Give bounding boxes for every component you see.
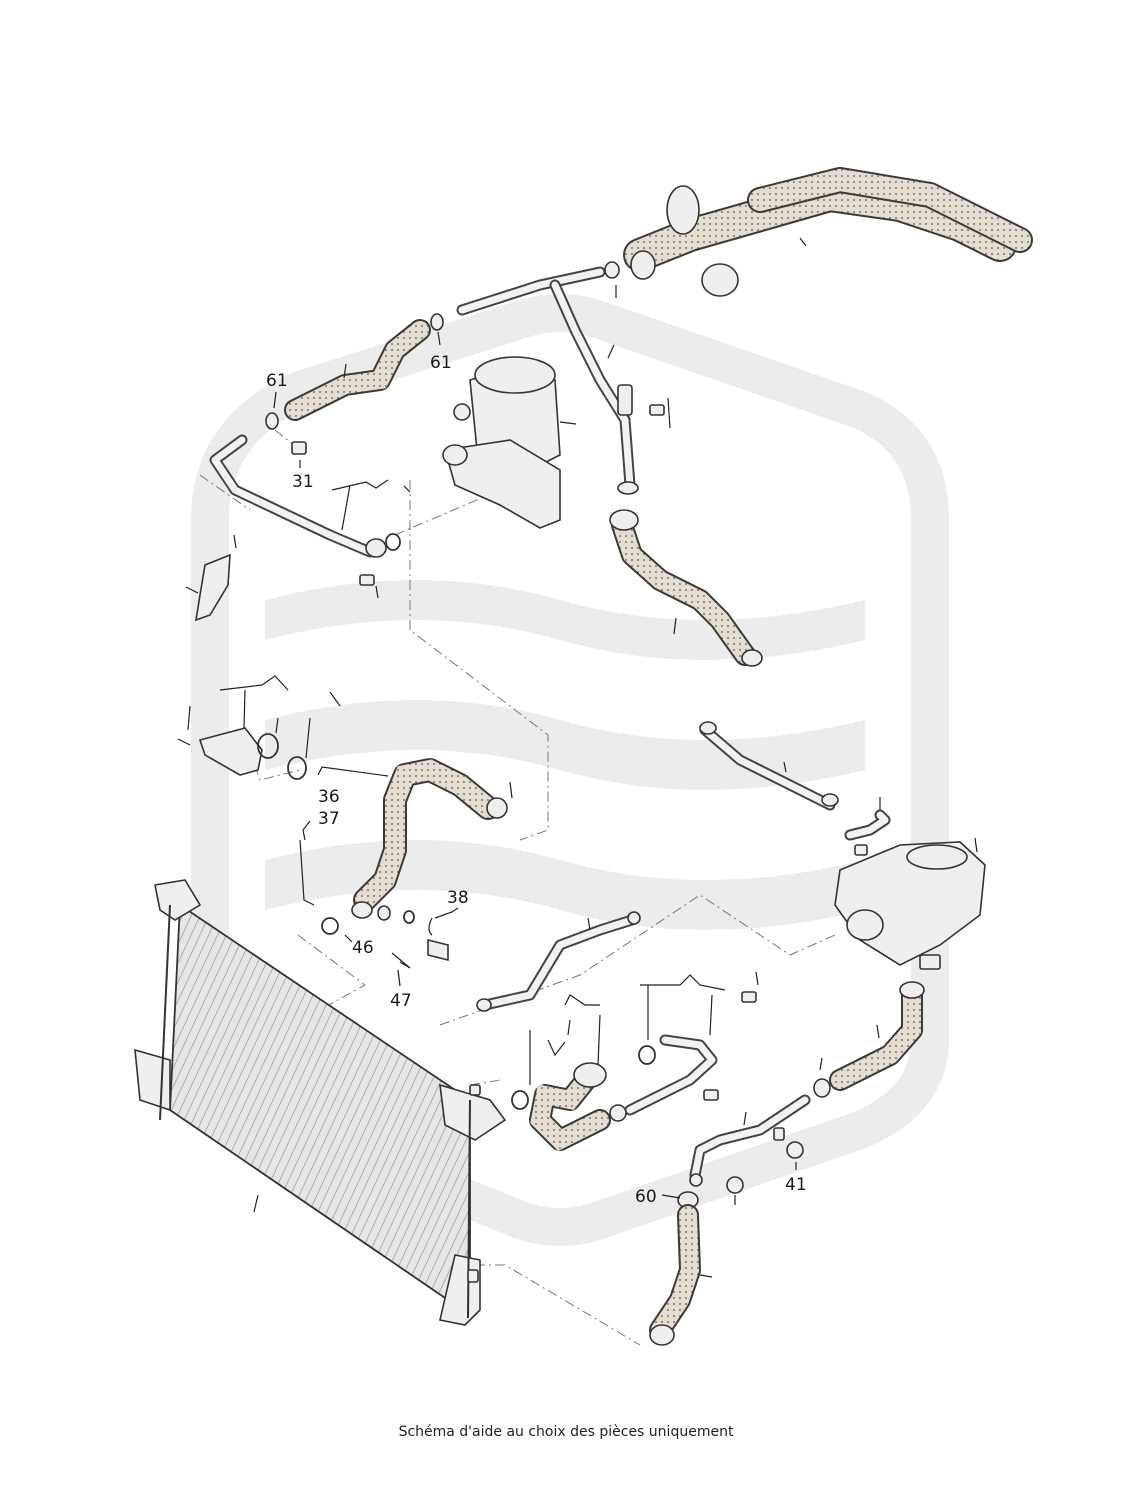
radiator — [134, 879, 507, 1326]
oil-filter-housing — [403, 356, 577, 529]
vent-pipe-upper — [699, 721, 839, 811]
callout-60: 60 — [635, 1187, 657, 1207]
callout-46: 46 — [352, 938, 374, 958]
callout-61-right: 61 — [430, 353, 452, 373]
flange-group — [177, 675, 341, 780]
callout-31: 31 — [292, 472, 314, 492]
callout-38: 38 — [447, 888, 469, 908]
watermark-stripes — [265, 580, 865, 930]
upper-left-hose — [209, 313, 444, 599]
heater-pipe-assembly — [623, 167, 1033, 297]
callout-37: 37 — [318, 809, 340, 829]
tee-pipe — [456, 261, 639, 495]
middle-hose — [299, 758, 513, 987]
lower-fittings — [511, 971, 759, 1151]
vent-pipe-middle — [476, 911, 641, 1012]
callout-41: 41 — [785, 1175, 807, 1195]
right-hose — [609, 397, 763, 667]
expansion-tank — [834, 797, 986, 970]
callout-61-left: 61 — [266, 371, 288, 391]
tank-outlet-hose — [813, 981, 925, 1098]
callout-47: 47 — [390, 991, 412, 1011]
callout-36: 36 — [318, 787, 340, 807]
diagram-caption: Schéma d'aide au choix des pièces unique… — [398, 1424, 734, 1440]
lower-pipe — [661, 1094, 811, 1209]
bottom-hose — [649, 1204, 713, 1346]
bracket — [185, 534, 237, 622]
